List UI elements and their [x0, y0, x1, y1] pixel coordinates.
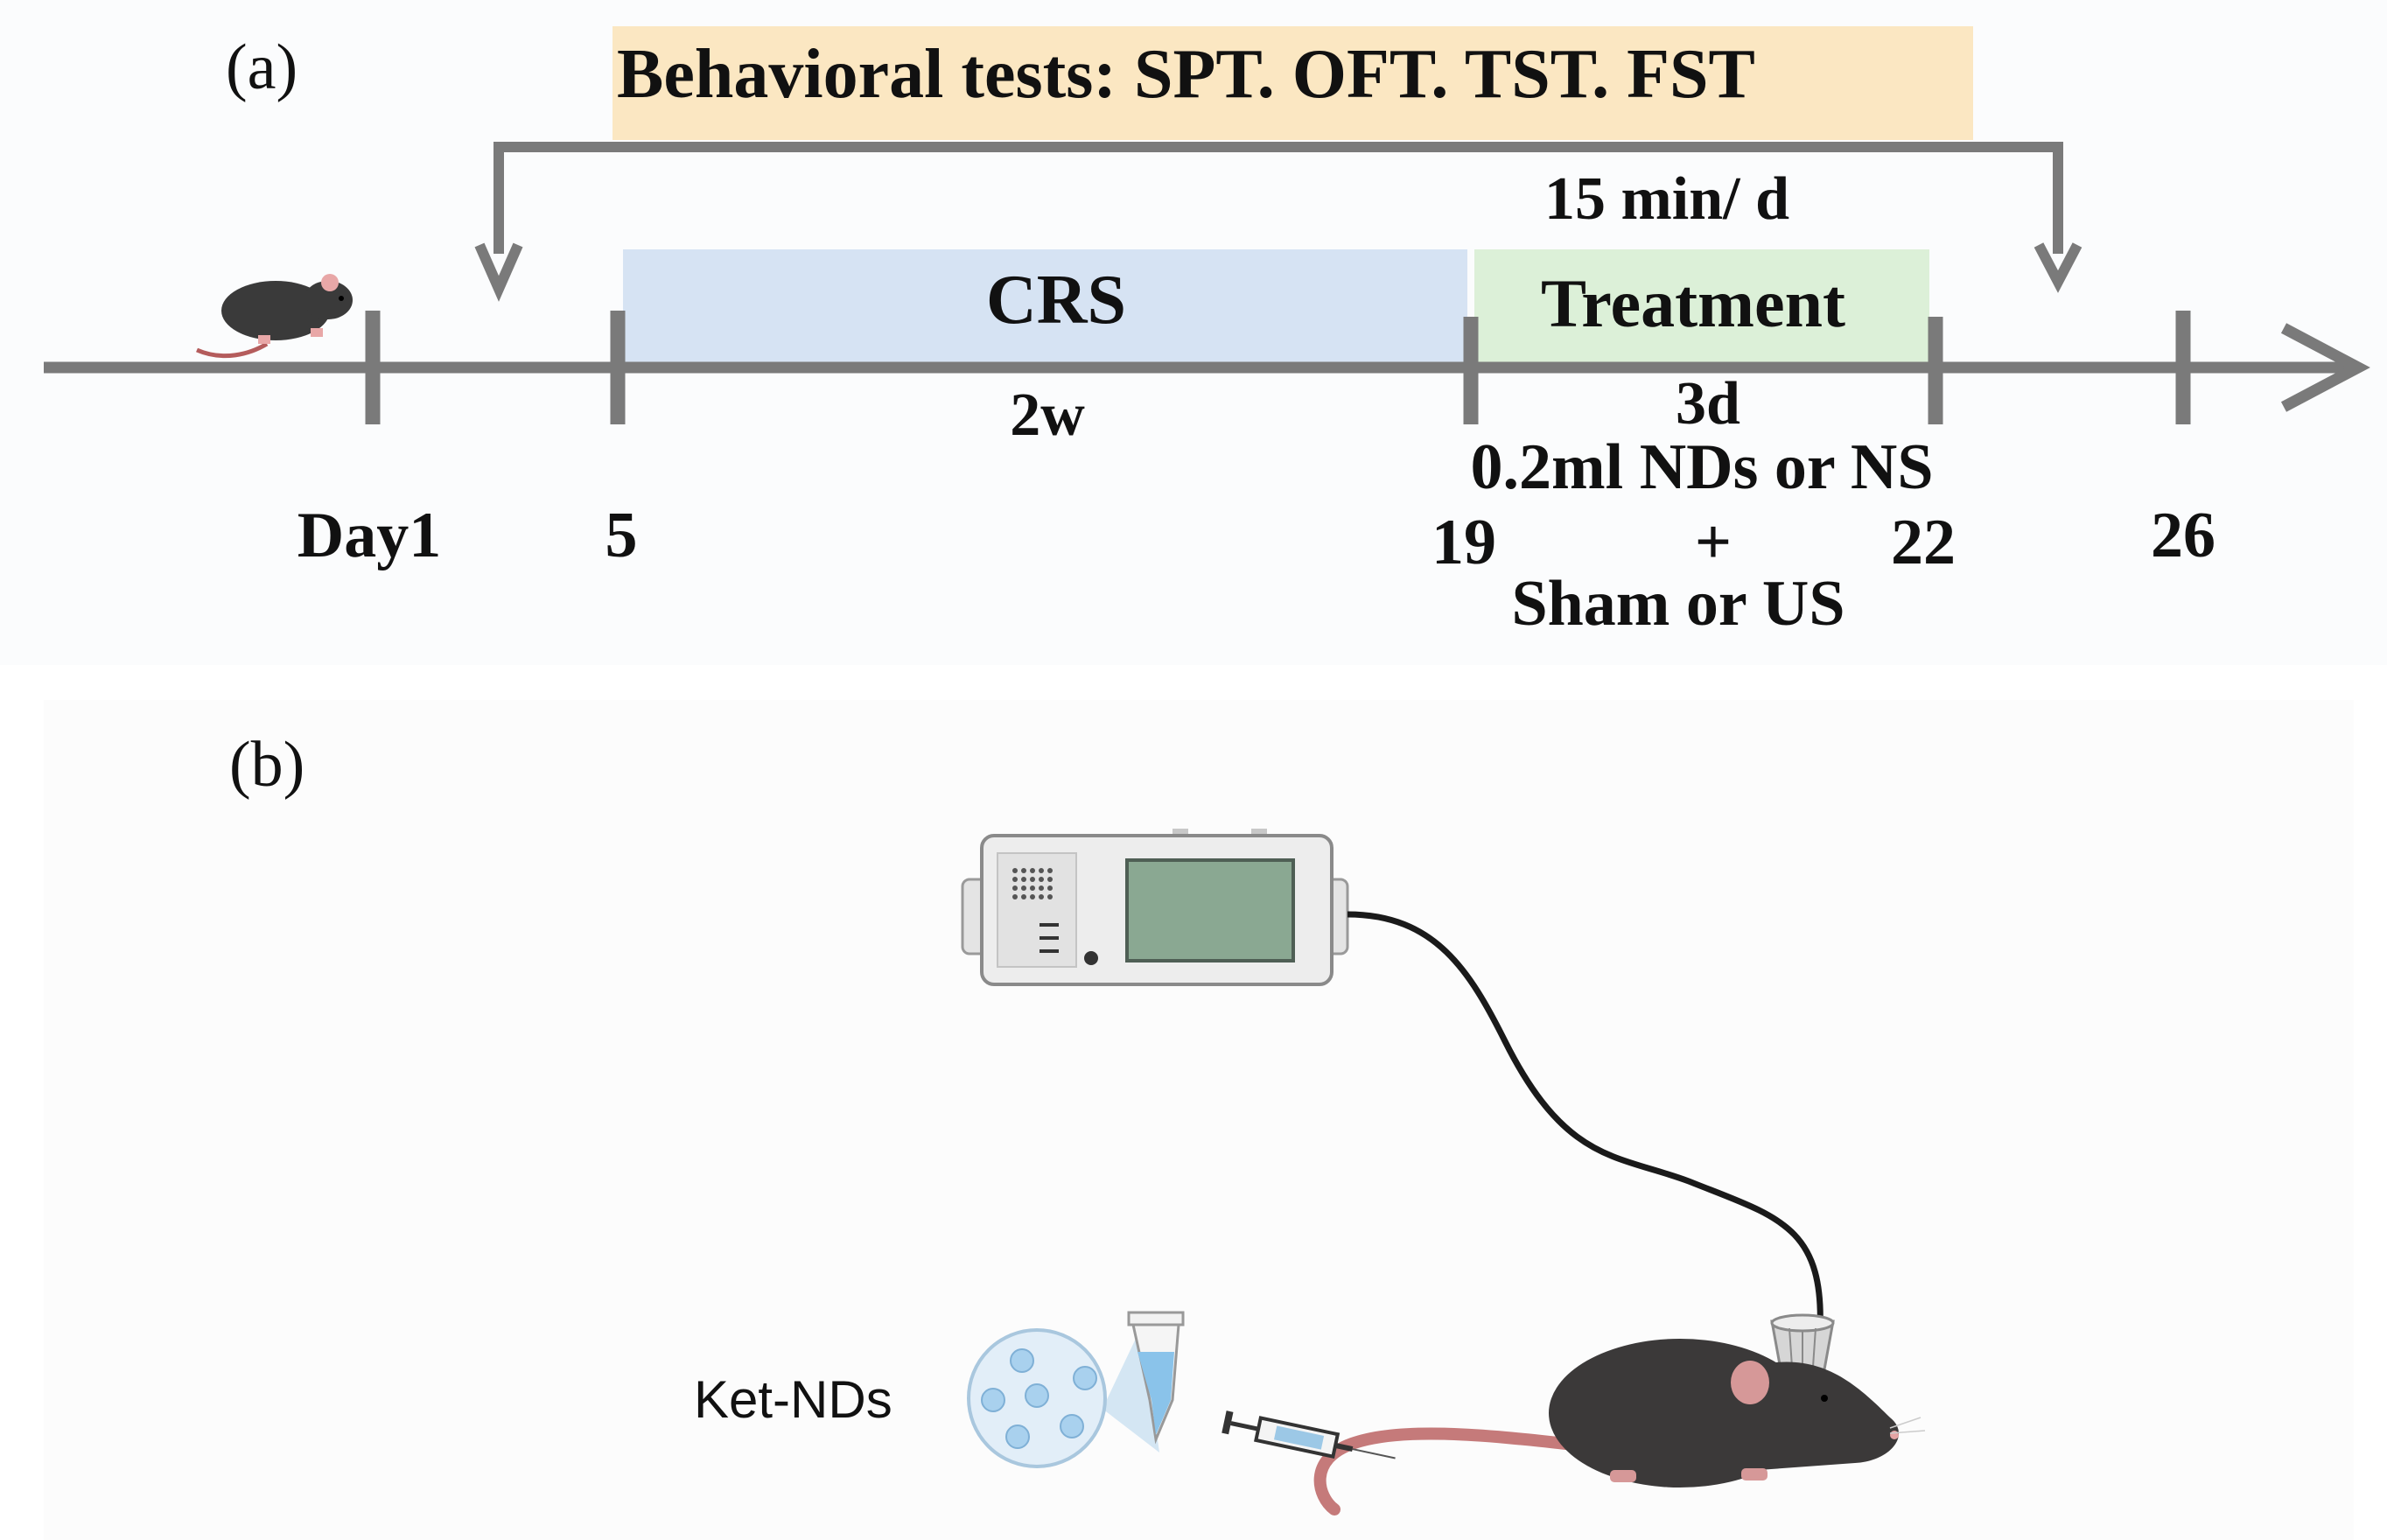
session-length-label: 15 min/ d: [1544, 165, 1790, 233]
timeline-axis: [44, 323, 2370, 412]
timeline-ticks: [365, 311, 2191, 424]
treatment-box: [1474, 249, 1929, 363]
sham-label: Sham or US: [1511, 568, 1845, 640]
tube-icon: [1127, 1311, 1185, 1445]
behavioral-tests-label: Behavioral tests: SPT. OFT. TST. FST: [617, 36, 1755, 113]
day26-label: 26: [2151, 500, 2216, 571]
nanodroplet-icon: [967, 1326, 1159, 1468]
treatment-duration-label: 3d: [1676, 370, 1740, 438]
mouse-icon: [1313, 1339, 1926, 1516]
mouse-icon-small: [196, 274, 353, 359]
ultrasound-device-icon: [961, 829, 1349, 986]
transducer-icon: [1770, 1313, 1835, 1371]
crs-label: CRS: [985, 262, 1127, 339]
syringe-icon: [1222, 1410, 1396, 1460]
day22-label: 22: [1891, 507, 1956, 578]
crs-duration-label: 2w: [1010, 382, 1085, 449]
day5-label: 5: [605, 500, 638, 571]
dose-label: 0.2ml NDs or NS: [1470, 431, 1934, 503]
crs-box: [623, 249, 1467, 363]
ket-nds-label: Ket-NDs: [694, 1370, 892, 1429]
panel-a-label: (a): [226, 32, 298, 103]
panel-b-label: (b): [229, 729, 305, 801]
behavioral-tests-box: [612, 26, 1973, 140]
cable-icon: [1347, 911, 1824, 1331]
day1-label: Day1: [297, 500, 442, 571]
treatment-label: Treatment: [1541, 265, 1845, 341]
plus-label: +: [1694, 507, 1732, 578]
tests-bracket: [474, 142, 2082, 302]
day19-label: 19: [1432, 507, 1496, 578]
